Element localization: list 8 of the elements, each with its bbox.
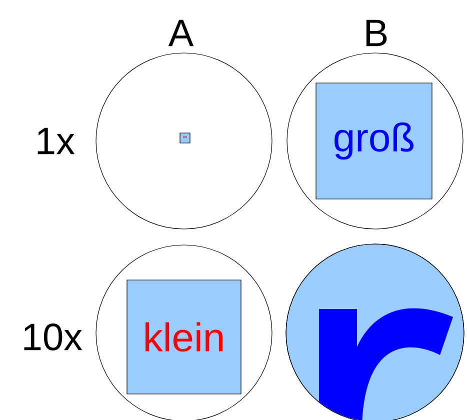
circle (96, 52, 272, 230)
axis-label: A (168, 20, 194, 46)
axis-label: 1x (38, 128, 75, 154)
axis-label: 10x (24, 324, 82, 350)
axis-label: B (366, 20, 387, 46)
text-box: klein (126, 280, 242, 394)
text-box: groß (316, 82, 432, 200)
small-square (180, 132, 190, 144)
